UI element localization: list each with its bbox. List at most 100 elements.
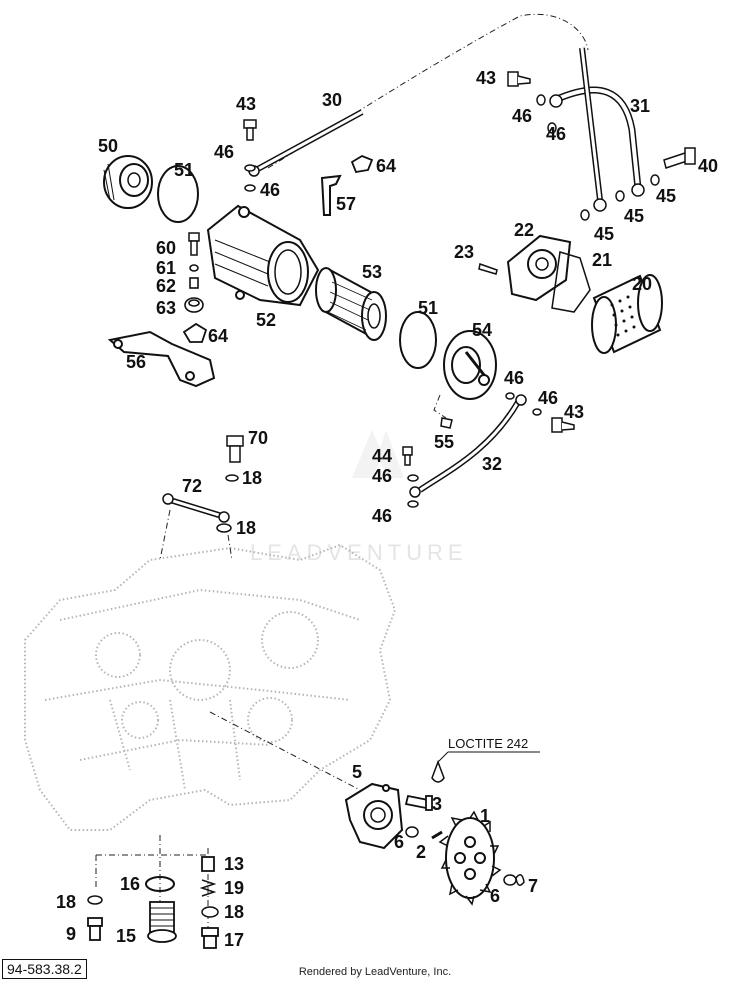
callout-5: 5 (352, 762, 362, 782)
callout-70: 70 (248, 428, 268, 448)
oil-pump-5 (344, 782, 404, 850)
callout-53: 53 (362, 262, 382, 282)
leader-lines (95, 13, 589, 930)
banjo-bolt-43-upper (507, 71, 531, 87)
callout-1: 1 (480, 806, 490, 826)
callout-46-lower-b: 46 (538, 388, 558, 408)
clamp-64-lower (182, 322, 208, 343)
filter-element-53 (315, 267, 387, 341)
callout-46-left-b: 46 (260, 180, 280, 200)
oil-line-72 (162, 493, 230, 523)
filter-housing-52 (206, 204, 320, 307)
callout-9: 9 (66, 924, 76, 944)
strainer-15 (147, 901, 177, 943)
callout-46-lower-a: 46 (504, 368, 524, 388)
bolt-44 (402, 446, 413, 466)
o-ring-51-right (399, 311, 437, 369)
small-parts-61-63 (184, 264, 204, 313)
clip-7 (515, 874, 525, 886)
oil-line-30 (248, 109, 364, 177)
callout-6a: 6 (394, 832, 404, 852)
banjo-bolt-43-lower (551, 417, 575, 433)
oil-pump-gear-1 (438, 810, 502, 906)
callout-30: 30 (322, 90, 342, 110)
callout-20: 20 (632, 274, 652, 294)
callout-19: 19 (224, 878, 244, 898)
callout-23: 23 (454, 242, 474, 262)
callout-18-bottom-left: 18 (56, 892, 76, 912)
callout-51-right: 51 (418, 298, 438, 318)
callout-46-upper-b: 46 (546, 124, 566, 144)
clamp-64-upper (350, 154, 374, 174)
cover-50 (103, 155, 153, 209)
callout-17: 17 (224, 930, 244, 950)
spring-19 (199, 879, 217, 897)
banjo-bolt-43-left (243, 119, 257, 141)
callout-45a: 45 (656, 186, 676, 206)
plug-17 (201, 927, 219, 949)
sleeve-13 (201, 856, 215, 872)
callout-64-lower: 64 (208, 326, 228, 346)
watermark-logo (352, 430, 404, 478)
loctite-drop (431, 759, 445, 783)
callout-46-left-a: 46 (214, 142, 234, 162)
callout-43-upper: 43 (476, 68, 496, 88)
footer-credit: Rendered by LeadVenture, Inc. (298, 966, 452, 978)
callout-16: 16 (120, 874, 140, 894)
callout-43-left: 43 (236, 94, 256, 114)
screw-3 (404, 794, 433, 811)
callout-50: 50 (98, 136, 118, 156)
callout-44: 44 (372, 446, 392, 466)
callout-46-upper-a: 46 (512, 106, 532, 126)
bolt-55 (440, 417, 453, 429)
loctite-leader (437, 751, 449, 763)
oil-filter-20 (591, 274, 663, 354)
callout-63: 63 (156, 298, 176, 318)
callout-18-bottom-right: 18 (224, 902, 244, 922)
gasket-21 (551, 251, 591, 313)
loctite-note: LOCTITE 242 (448, 736, 528, 751)
callout-46-bottom-a: 46 (372, 466, 392, 486)
callout-2: 2 (416, 842, 426, 862)
bracket-57 (320, 174, 342, 216)
callout-46-bottom-b: 46 (372, 506, 392, 526)
callout-43-lower: 43 (564, 402, 584, 422)
callout-45c: 45 (594, 224, 614, 244)
o-ring-16 (145, 876, 175, 892)
callout-45b: 45 (624, 206, 644, 226)
watermark-text: LEADVENTURE (250, 540, 468, 565)
callout-64-upper: 64 (376, 156, 396, 176)
callout-18-lower: 18 (236, 518, 256, 538)
callout-55: 55 (434, 432, 454, 452)
callout-18-upper: 18 (242, 468, 262, 488)
callout-51-left: 51 (174, 160, 194, 180)
callout-57: 57 (336, 194, 356, 214)
o-ring-51-left (157, 165, 199, 223)
callout-62: 62 (156, 276, 176, 296)
callout-40: 40 (698, 156, 718, 176)
pin-2 (431, 830, 443, 840)
bolt-40 (663, 147, 696, 169)
callout-31: 31 (630, 96, 650, 116)
sealing-washers (87, 94, 660, 918)
callout-54: 54 (472, 320, 492, 340)
callout-56: 56 (126, 352, 146, 372)
engine-case (24, 543, 397, 831)
callout-32: 32 (482, 454, 502, 474)
pump-housing-22 (506, 234, 572, 302)
callout-7: 7 (528, 876, 538, 896)
callout-60: 60 (156, 238, 176, 258)
bolt-70 (226, 435, 244, 463)
oil-line-32 (409, 394, 527, 498)
callout-52: 52 (256, 310, 276, 330)
filter-cap-54 (443, 330, 497, 400)
callout-15: 15 (116, 926, 136, 946)
bolt-23 (478, 263, 498, 275)
callout-21: 21 (592, 250, 612, 270)
callout-72: 72 (182, 476, 202, 496)
diagram-reference-number: 94-583.38.2 (2, 959, 87, 979)
callout-22: 22 (514, 220, 534, 240)
oil-line-31 (549, 47, 645, 212)
callout-3: 3 (432, 794, 442, 814)
